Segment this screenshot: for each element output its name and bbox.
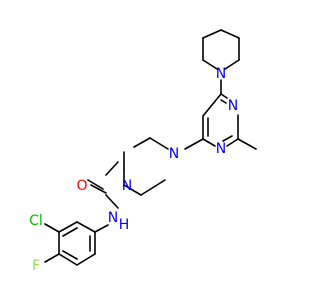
bond xyxy=(44,223,60,233)
bond xyxy=(149,137,169,150)
bond xyxy=(226,138,239,147)
atom-n-amide: N xyxy=(108,210,118,226)
atom-f: F xyxy=(32,258,40,274)
bond xyxy=(220,29,240,39)
bond xyxy=(224,59,240,70)
bond xyxy=(220,99,227,104)
bond xyxy=(184,138,204,150)
atom-labels: N N N N N O N H Cl F xyxy=(29,66,238,274)
bond xyxy=(90,184,107,194)
atom-n-pyrimidine-3: N xyxy=(228,98,238,114)
bond xyxy=(202,93,222,117)
bond xyxy=(105,161,119,176)
bond xyxy=(76,221,96,233)
bond xyxy=(222,135,233,142)
atom-n-pyrimidine-1: N xyxy=(216,141,226,157)
bond xyxy=(58,253,78,266)
bond xyxy=(237,138,257,150)
bond xyxy=(58,221,78,233)
atom-n-piperazine-1: N xyxy=(122,178,132,194)
bond xyxy=(202,138,216,147)
atom-n-piperidine: N xyxy=(216,66,226,82)
bond xyxy=(133,137,151,148)
bond xyxy=(202,29,222,39)
bond xyxy=(202,59,218,70)
bond xyxy=(123,184,142,196)
bond xyxy=(87,179,104,190)
bond xyxy=(62,227,78,237)
bond xyxy=(62,250,78,260)
bonds xyxy=(44,29,257,266)
atom-n-piperazine-4: N xyxy=(169,146,179,162)
atom-h-amide: H xyxy=(119,217,130,233)
bond xyxy=(44,253,60,263)
bond xyxy=(140,179,166,196)
bond xyxy=(94,224,109,233)
bond xyxy=(220,93,228,99)
atom-cl: Cl xyxy=(29,213,43,229)
molecule-structure-diagram: N N N N N O N H Cl F xyxy=(29,29,257,274)
atom-o-carbonyl: O xyxy=(76,178,87,194)
bond xyxy=(105,194,119,209)
bond xyxy=(76,253,96,266)
